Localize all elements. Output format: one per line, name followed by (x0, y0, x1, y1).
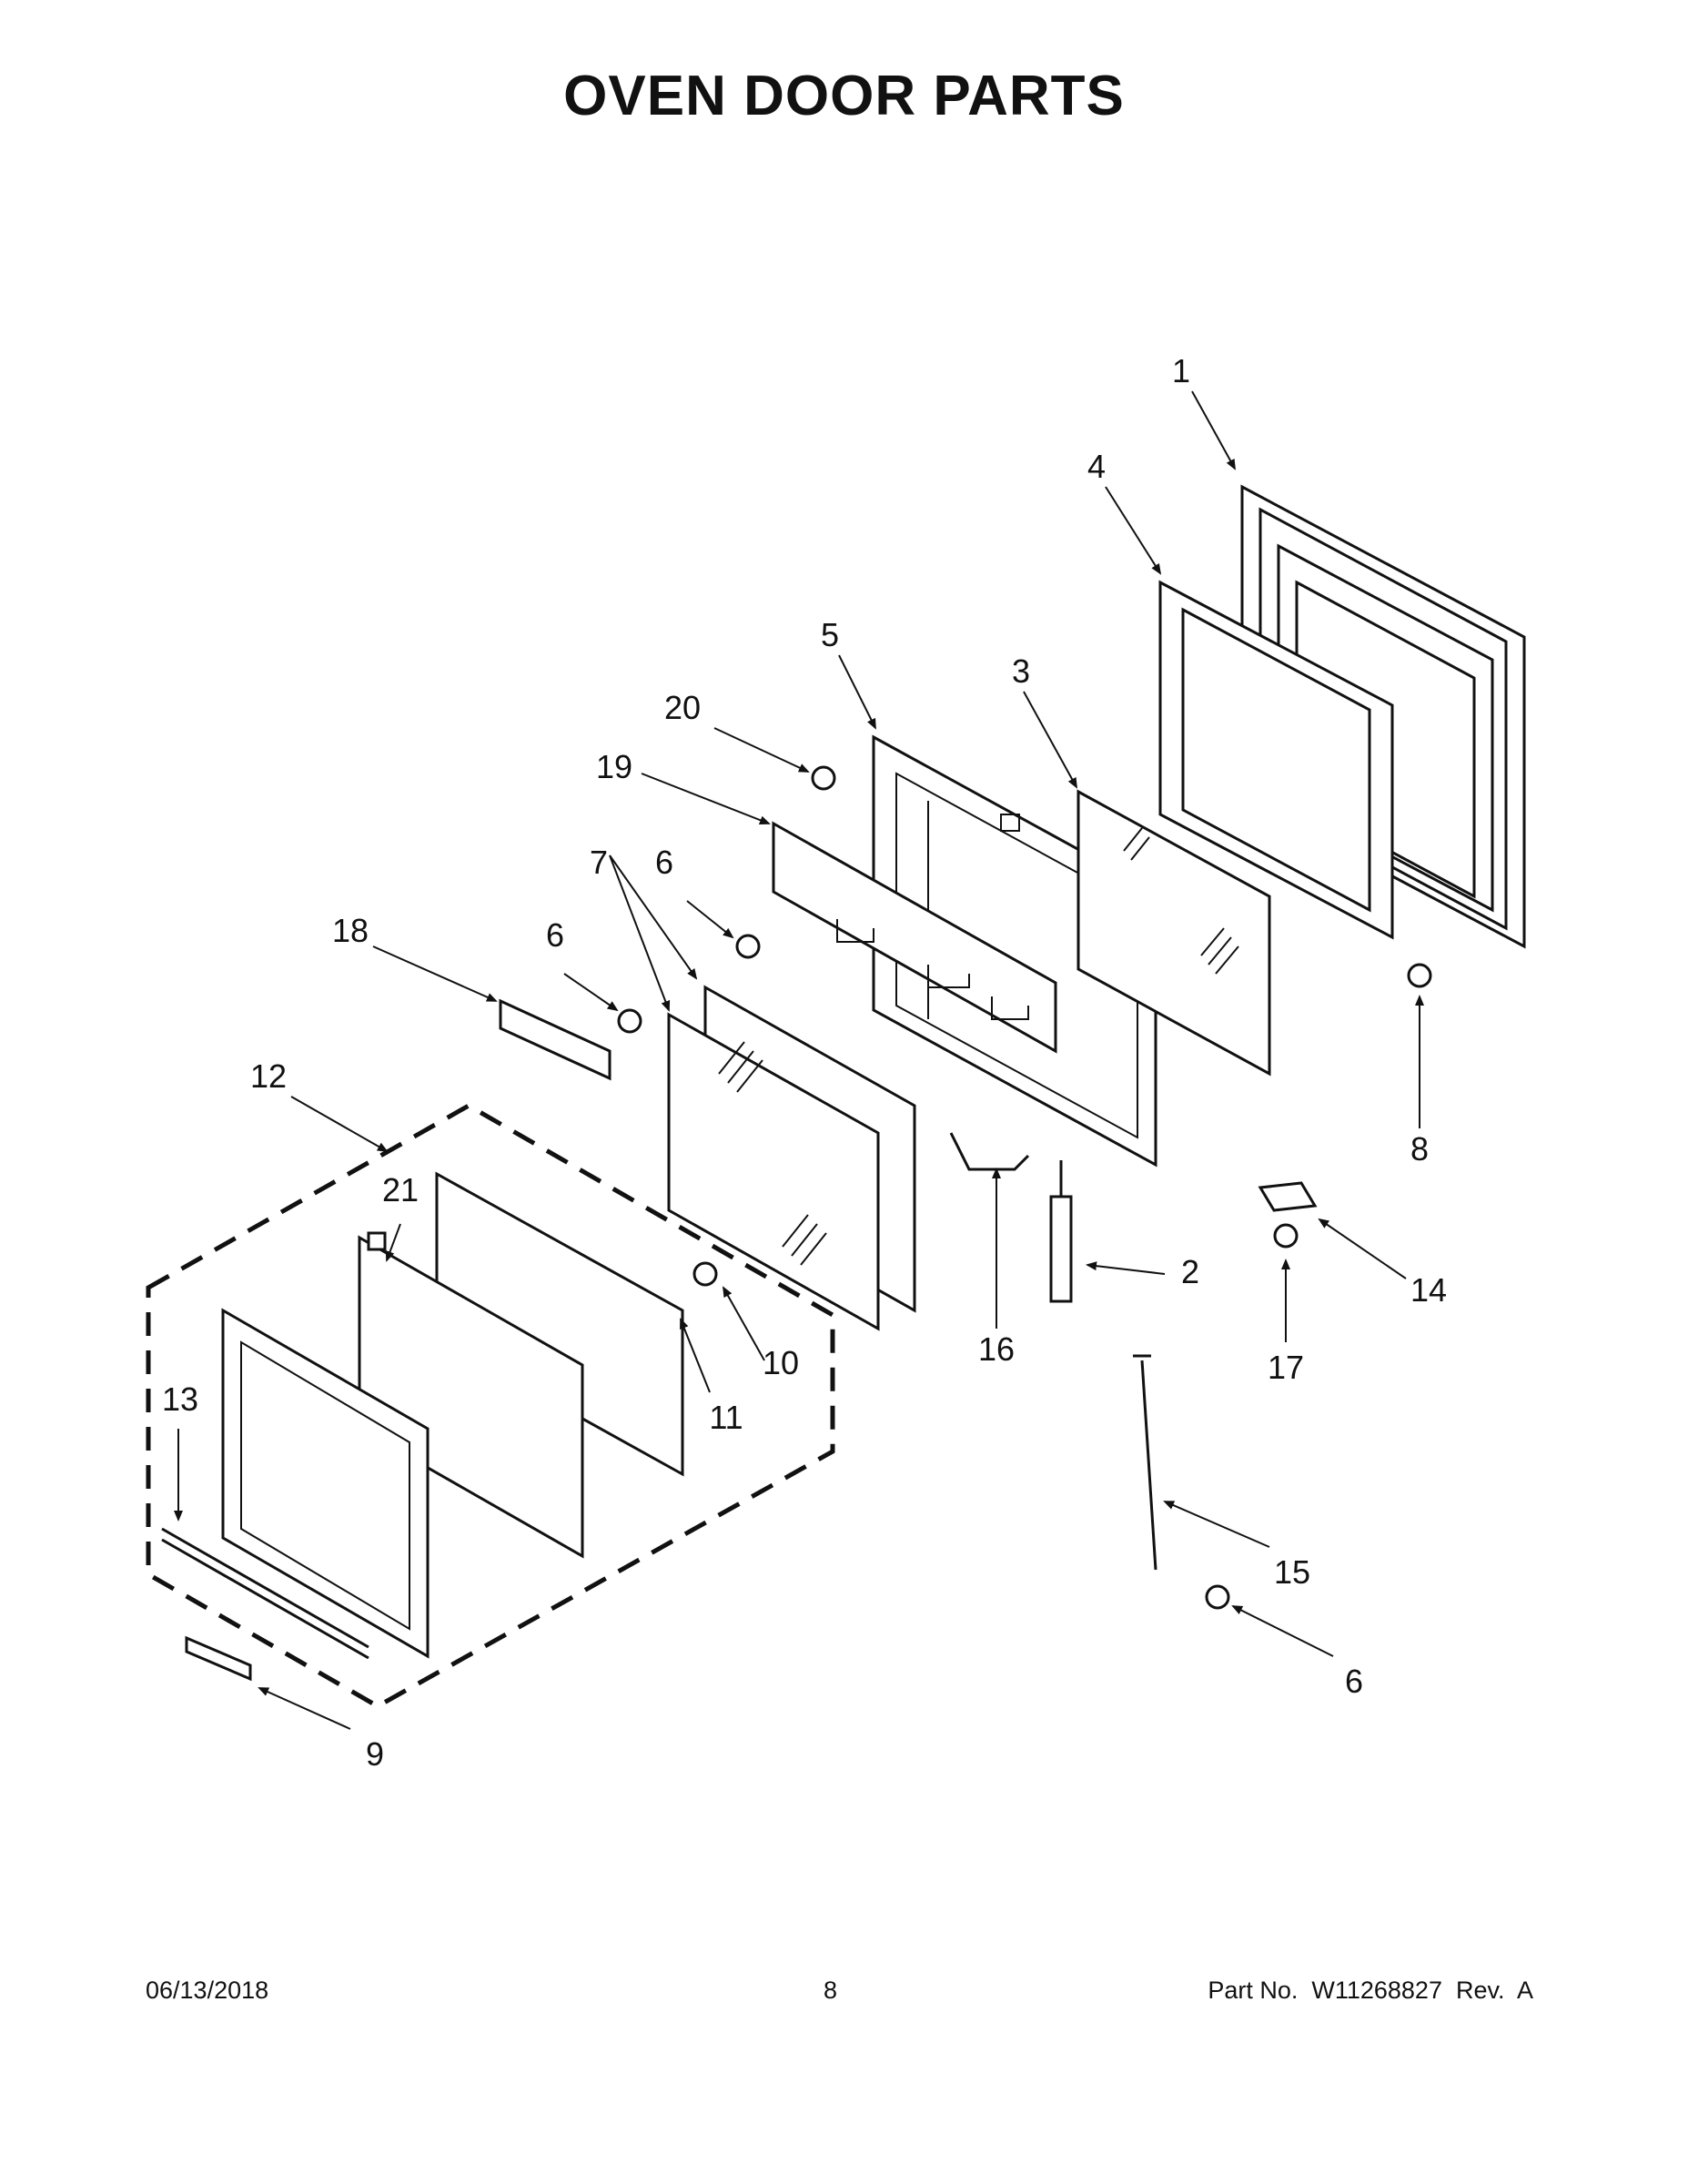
callout-6c: 6 (1345, 1663, 1363, 1700)
footer-page-number: 8 (824, 1977, 838, 2004)
part-4-frame (1158, 580, 1394, 940)
footer-date: 06/13/2018 (146, 1977, 269, 2004)
callout-7: 7 (590, 844, 608, 881)
callout-18: 18 (332, 912, 369, 949)
part-3-glass (1076, 789, 1271, 1077)
part-15-strap (1133, 1354, 1157, 1571)
callout-8: 8 (1410, 1130, 1429, 1168)
callout-20: 20 (664, 689, 701, 726)
callout-2: 2 (1181, 1253, 1199, 1290)
page-title: OVEN DOOR PARTS (563, 65, 1125, 127)
part-14-clip (1258, 1181, 1318, 1212)
part-12-outer-door-layers (221, 1171, 684, 1659)
callout-10: 10 (763, 1344, 799, 1381)
screws (617, 765, 1432, 1610)
callout-1: 1 (1172, 352, 1190, 389)
callout-15: 15 (1274, 1553, 1310, 1591)
callout-14: 14 (1410, 1271, 1447, 1309)
part-18-hinge-bracket (499, 998, 612, 1081)
callout-5: 5 (821, 616, 839, 653)
part-16-bracket (949, 1132, 1030, 1171)
part-9-badge (185, 1635, 252, 1682)
part-7-glass-panels (667, 985, 916, 1331)
callout-11: 11 (709, 1399, 743, 1436)
callout-21: 21 (382, 1171, 419, 1208)
footer-part-number: Part No. W11268827 Rev. A (1208, 1977, 1533, 2004)
part-19-deflector (772, 821, 1057, 1054)
callout-9: 9 (366, 1735, 384, 1773)
callout-13: 13 (162, 1380, 198, 1418)
part-13-handle (161, 1527, 369, 1660)
callout-12: 12 (250, 1057, 287, 1095)
callout-17: 17 (1268, 1349, 1304, 1386)
callout-4: 4 (1087, 448, 1106, 485)
callout-16: 16 (978, 1330, 1015, 1368)
part-2-hinge (1049, 1160, 1073, 1303)
callout-19: 19 (596, 748, 632, 785)
callout-6a: 6 (655, 844, 673, 881)
callout-6b: 6 (546, 916, 564, 954)
callout-3: 3 (1012, 652, 1030, 690)
leader-arrows (174, 390, 1424, 1730)
